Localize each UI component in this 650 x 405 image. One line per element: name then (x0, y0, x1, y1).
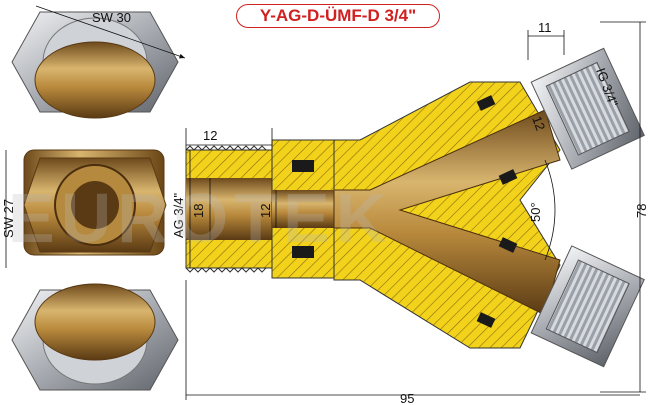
ag-label: AG 3/4" (171, 193, 186, 238)
height-78: 78 (634, 204, 649, 218)
lower-union-nut (530, 245, 645, 368)
len-12-left: 12 (203, 128, 217, 143)
upper-union-nut (530, 47, 645, 170)
sw30-label: SW 30 (92, 10, 131, 25)
dia-18: 18 (191, 204, 206, 218)
len-11: 11 (538, 20, 552, 35)
side-view: SW 30 SW 27 (1, 5, 186, 391)
dia-12-branch: 12 (529, 114, 548, 133)
product-title: Y-AG-D-ÜMF-D 3/4" (236, 4, 440, 28)
section-view (185, 47, 645, 368)
angle-50: 50° (528, 202, 543, 222)
sw27-label: SW 27 (1, 199, 16, 238)
length-95: 95 (400, 391, 414, 405)
dia-12-center: 12 (258, 204, 273, 218)
watermark: EUROTEK (8, 179, 392, 257)
